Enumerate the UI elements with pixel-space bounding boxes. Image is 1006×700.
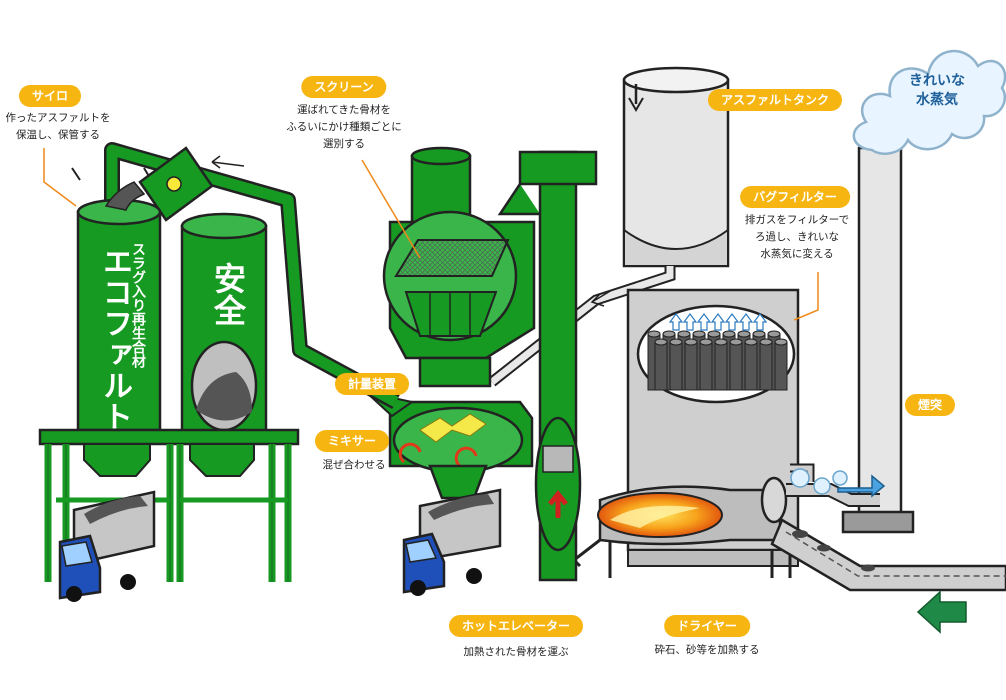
filter-bag-top [714,338,728,346]
steam-line-1: きれいな [909,73,965,89]
filter-bag [684,341,698,391]
filter-bag [759,341,773,391]
desc-bag-filter-line-2: ろ過し、きれいな [754,231,839,243]
filter-bag-top [669,338,683,346]
label-screen: スクリーン [301,76,387,98]
filter-bags [647,330,788,391]
leader-lines [43,148,819,321]
label-bag-filter: バグフィルター [740,186,850,208]
steam-line-2: 水蒸気 [916,92,958,108]
filter-bag [714,341,728,391]
label-asphalt-tank: アスファルトタンク [707,89,843,111]
desc-screen-line-2: ふるいにかけ種類ごとに [286,121,402,133]
desc-dryer: 砕石、砂等を加熱する [655,642,760,659]
filter-bag [669,341,683,391]
filter-bag-top [744,338,758,346]
filtered-air-arrow [682,313,698,331]
filter-bag-top [692,330,706,338]
screen-tower [362,146,536,500]
filter-bag-top [662,330,676,338]
steam-text: きれいな 水蒸気 [907,72,967,110]
filter-bag [744,341,758,391]
desc-silo: 作ったアスファルトを 保温し、保管する [6,110,111,144]
filtered-air-arrow [752,313,768,331]
label-chimney: 煙突 [904,394,956,416]
gas-pipe [786,463,886,507]
label-silo: サイロ [18,85,82,107]
filter-bag-top [774,338,788,346]
filtered-air-arrows [668,313,768,331]
feed-direction-arrow [916,590,967,634]
filter-bag-top [707,330,721,338]
filtered-air-arrow [724,313,740,331]
filter-bag-top [737,330,751,338]
filter-bag [654,341,668,391]
filter-bag-top [684,338,698,346]
desc-hot-elevator-line-1: 加熱された骨材を運ぶ [463,646,569,658]
silo-brand-text: エコファルト [97,246,132,432]
hot-elevator [497,150,598,582]
silo-safe-text: 安全 [209,262,247,326]
filtered-air-arrow [696,313,712,331]
silo-structure [38,142,400,582]
dryer-drum [571,476,788,568]
desc-bag-filter: 排ガスをフィルターで ろ過し、きれいな 水蒸気に変える [745,212,849,263]
desc-silo-line-1: 作ったアスファルトを [5,112,111,124]
silo-sub-text: スラグ入り再生合材 [130,242,146,368]
filtered-air-arrow [668,313,684,331]
filter-bag-top [767,330,781,338]
desc-mixer-line-1: 混ぜ合わせる [322,459,386,471]
desc-mixer: 混ぜ合わせる [323,457,386,474]
steam-cloud [852,49,1006,155]
filter-bag-top [722,330,736,338]
desc-bag-filter-line-3: 水蒸気に変える [760,248,834,260]
feed-conveyor [770,518,1006,592]
filter-bag-top [647,330,661,338]
filter-bag [699,341,713,391]
chimney [841,146,915,534]
truck-left [58,490,156,602]
desc-screen-line-1: 運ばれてきた骨材を [297,104,391,116]
desc-silo-line-2: 保温し、保管する [16,129,100,141]
filter-bag-top [759,338,773,346]
label-mixer: ミキサー [314,430,390,452]
desc-screen-line-3: 選別する [323,138,365,150]
label-dryer: ドライヤー [664,615,750,637]
desc-dryer-line-1: 砕石、砂等を加熱する [654,644,760,656]
filter-bag-top [677,330,691,338]
asphalt-tank [622,66,730,268]
filter-bag [774,341,788,391]
filter-bag-top [729,338,743,346]
filtered-air-arrow [710,313,726,331]
label-metering: 計量装置 [334,373,410,395]
filter-bag-top [699,338,713,346]
filter-bag-top [752,330,766,338]
filter-bag [729,341,743,391]
desc-bag-filter-line-1: 排ガスをフィルターで [744,214,850,226]
desc-screen: 運ばれてきた骨材を ふるいにかけ種類ごとに 選別する [286,102,402,153]
label-hot-elevator: ホットエレベーター [448,615,584,637]
filtered-air-arrow [738,313,754,331]
truck-center [402,488,502,596]
filter-bag-top [654,338,668,346]
desc-hot-elevator: 加熱された骨材を運ぶ [464,644,569,661]
